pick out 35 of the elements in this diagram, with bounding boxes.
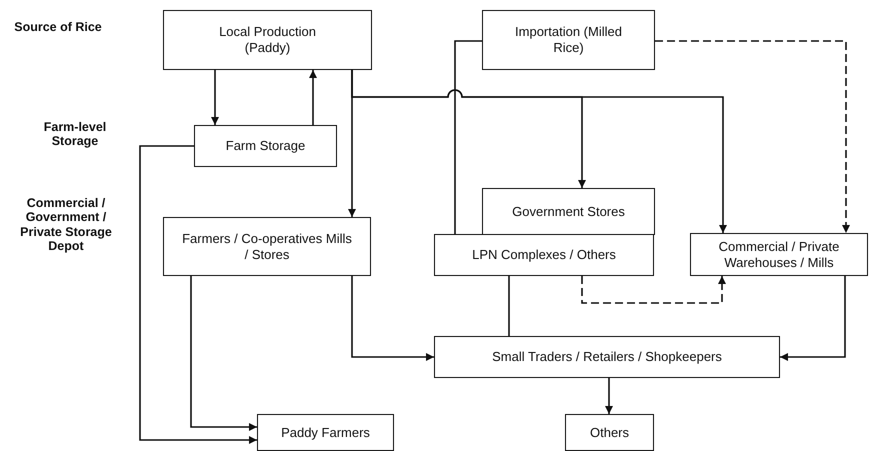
process-box	[434, 336, 780, 378]
process-box	[434, 234, 654, 276]
arrow	[780, 276, 846, 361]
arrow	[605, 378, 613, 414]
arrow	[139, 145, 257, 444]
process-box	[565, 414, 654, 451]
box-label: Commercial / Private Warehouses / Mills	[718, 238, 840, 270]
row-label: Farm-level Storage	[42, 120, 108, 149]
row-label: Commercial / Government / Private Storage Depot	[19, 196, 113, 254]
process-box	[194, 125, 337, 167]
arrow	[351, 276, 434, 361]
process-box	[163, 10, 372, 70]
box-label: Paddy Farmers	[281, 424, 370, 440]
arrow	[190, 276, 257, 431]
box-label: LPN Complexes / Others	[472, 247, 616, 263]
box-label: Farm Storage	[226, 138, 306, 154]
box-label: Importation (Milled Rice)	[514, 24, 623, 56]
box-label: Others	[590, 424, 629, 440]
arrow	[581, 276, 726, 304]
row-label: Source of Rice	[13, 20, 103, 34]
process-box	[257, 414, 394, 451]
connector-line	[454, 40, 482, 234]
box-label: Small Traders / Retailers / Shopkeepers	[492, 349, 722, 365]
process-box	[690, 233, 868, 276]
box-label: Government Stores	[512, 204, 625, 220]
box-label: Local Production (Paddy)	[218, 24, 317, 56]
arrow	[211, 70, 219, 125]
process-box	[482, 188, 655, 235]
process-box	[482, 10, 655, 70]
box-label: Farmers / Co-operatives Mills / Stores	[182, 230, 352, 262]
arrow	[655, 40, 850, 233]
arrow	[351, 70, 727, 233]
arrow	[309, 70, 317, 125]
connector-line	[508, 276, 510, 336]
process-box	[163, 217, 371, 276]
